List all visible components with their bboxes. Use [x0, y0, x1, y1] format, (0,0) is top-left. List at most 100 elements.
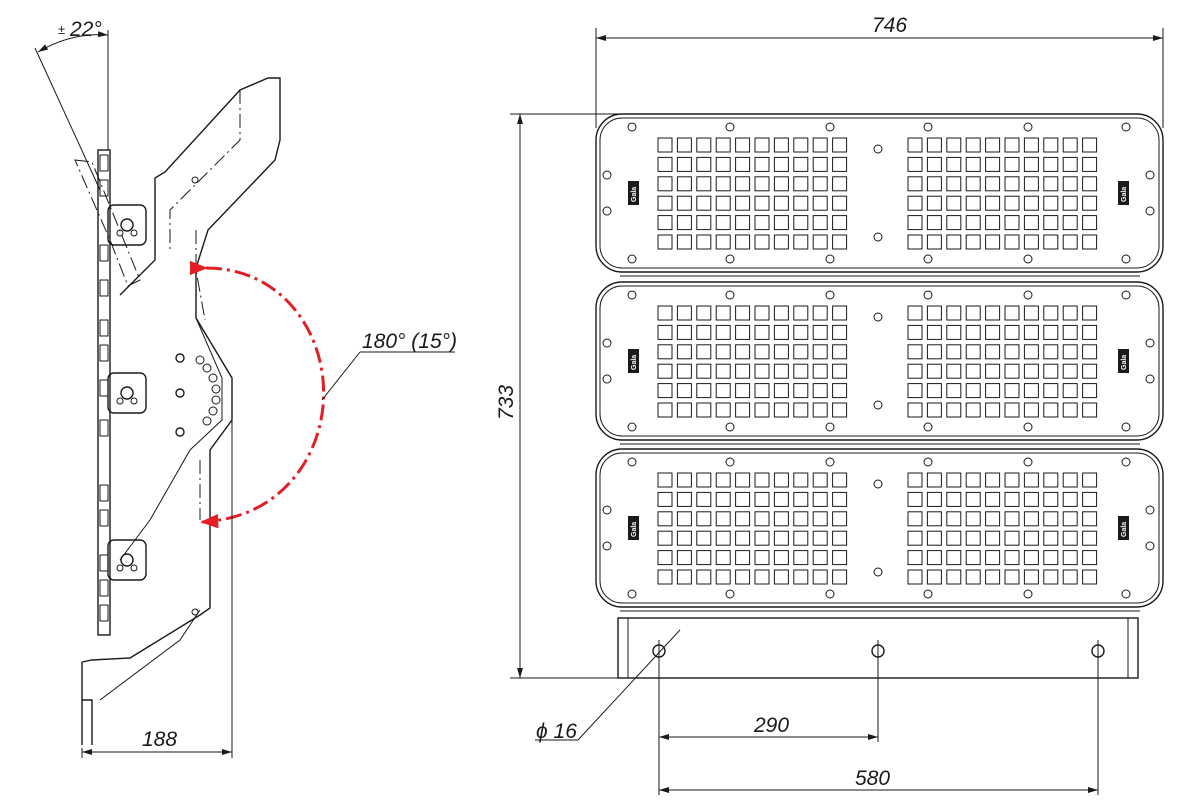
led-cell	[832, 363, 848, 379]
screw	[825, 422, 835, 432]
led-cell	[1062, 137, 1078, 153]
led-cell	[735, 234, 751, 250]
led-cell	[946, 550, 962, 566]
led-cell	[1082, 402, 1098, 418]
led-cell	[657, 550, 673, 566]
led-cell	[773, 234, 789, 250]
screw	[1023, 422, 1033, 432]
rotation-leader	[321, 351, 361, 401]
led-cell	[946, 402, 962, 418]
led-cell	[773, 550, 789, 566]
led-cell	[812, 363, 828, 379]
led-cell	[754, 234, 770, 250]
led-cell	[985, 383, 1001, 399]
led-cell	[715, 305, 731, 321]
led-cell	[773, 363, 789, 379]
led-cell	[1023, 569, 1039, 585]
led-cell	[1023, 530, 1039, 546]
screw	[602, 338, 612, 348]
led-cell	[754, 344, 770, 360]
led-cell	[676, 402, 692, 418]
led-cell	[907, 324, 923, 340]
led-cell	[832, 176, 848, 192]
led-cell	[1043, 472, 1059, 488]
led-cell	[696, 234, 712, 250]
led-cell	[735, 569, 751, 585]
led-cell	[812, 550, 828, 566]
screw	[725, 422, 735, 432]
screw	[923, 254, 933, 264]
screw	[602, 170, 612, 180]
screw	[725, 457, 735, 467]
led-cell	[754, 156, 770, 172]
led-cell	[676, 324, 692, 340]
led-cell	[832, 491, 848, 507]
led-cell	[696, 176, 712, 192]
led-cell	[1023, 363, 1039, 379]
led-cell	[1082, 530, 1098, 546]
led-cell	[926, 472, 942, 488]
led-cell	[793, 137, 809, 153]
led-cell	[965, 530, 981, 546]
led-cell	[1004, 195, 1020, 211]
led-cell	[946, 491, 962, 507]
led-cell	[773, 511, 789, 527]
mount-block-bottom	[107, 539, 147, 581]
led-cell	[1082, 569, 1098, 585]
led-cell	[946, 156, 962, 172]
led-cell	[965, 215, 981, 231]
screw	[1145, 170, 1155, 180]
led-cell	[832, 215, 848, 231]
led-cell	[715, 491, 731, 507]
led-cell	[773, 383, 789, 399]
led-cell	[715, 530, 731, 546]
led-cell	[1062, 530, 1078, 546]
led-cell	[985, 195, 1001, 211]
led-cell	[965, 491, 981, 507]
screw	[873, 312, 883, 322]
led-cell	[812, 383, 828, 399]
led-cell	[907, 363, 923, 379]
led-cell	[946, 344, 962, 360]
screw	[825, 457, 835, 467]
led-cell	[1082, 215, 1098, 231]
led-cell	[676, 215, 692, 231]
led-cell	[793, 491, 809, 507]
panel-fins	[99, 154, 109, 622]
led-cell	[793, 156, 809, 172]
bracket-base	[81, 662, 93, 745]
led-cell	[907, 344, 923, 360]
led-cell	[1043, 324, 1059, 340]
led-cell	[1062, 569, 1078, 585]
hole-centerlines	[658, 640, 1099, 795]
led-cell	[1082, 550, 1098, 566]
led-cell	[926, 402, 942, 418]
screw	[1145, 338, 1155, 348]
led-cell	[657, 324, 673, 340]
led-cell	[657, 156, 673, 172]
led-cell	[676, 530, 692, 546]
screw	[1023, 589, 1033, 599]
led-cell	[735, 363, 751, 379]
led-cell	[793, 176, 809, 192]
led-cell	[907, 234, 923, 250]
screw	[1023, 290, 1033, 300]
led-cell	[1082, 472, 1098, 488]
led-cell	[812, 234, 828, 250]
led-cell	[696, 383, 712, 399]
led-cell	[657, 195, 673, 211]
led-cell	[946, 215, 962, 231]
led-cell	[657, 305, 673, 321]
led-cell	[926, 363, 942, 379]
led-cell	[793, 195, 809, 211]
screw	[1145, 206, 1155, 216]
led-cell	[965, 383, 981, 399]
led-cell	[793, 472, 809, 488]
led-cell	[1062, 511, 1078, 527]
led-cell	[907, 156, 923, 172]
led-cell	[1062, 156, 1078, 172]
led-cell	[1082, 137, 1098, 153]
